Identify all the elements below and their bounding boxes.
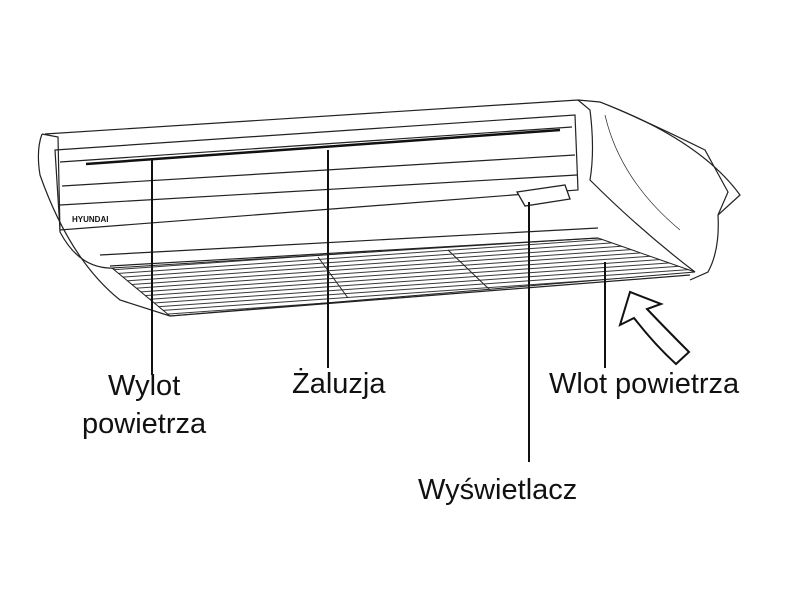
air-inlet-arrow-icon	[618, 290, 691, 366]
display-window	[515, 184, 571, 207]
label-louver: Żaluzja	[292, 368, 386, 400]
label-air-outlet-line2: powietrza	[82, 408, 207, 440]
intake-grille	[110, 237, 696, 317]
label-air-inlet: Wlot powietrza	[549, 368, 740, 400]
label-air-outlet-line1: Wylot	[108, 370, 181, 402]
label-display: Wyświetlacz	[418, 474, 578, 506]
louver-bar	[85, 128, 561, 166]
brand-logo: HYUNDAI	[72, 215, 108, 224]
